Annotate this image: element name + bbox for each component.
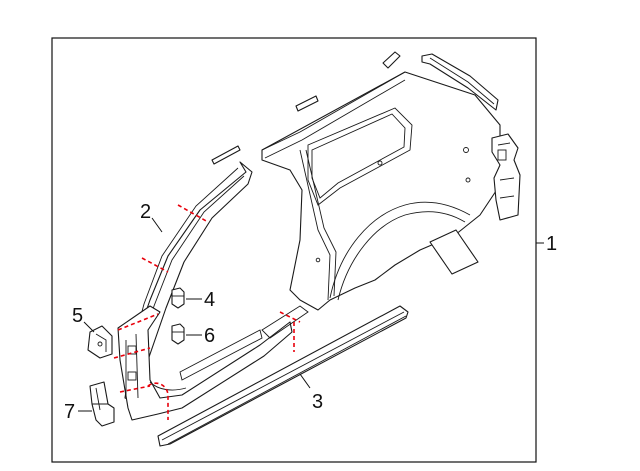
hinge-bracket-part <box>87 325 113 359</box>
callout-5: 5 <box>72 305 83 327</box>
roof-trim-strips <box>211 51 499 165</box>
quarter-panel-part <box>261 71 501 311</box>
callout-2: 2 <box>140 201 151 223</box>
diagram-frame <box>51 37 537 463</box>
leader-lines <box>78 217 544 412</box>
rear-bracket-part <box>491 133 521 221</box>
door-frame-inner-part <box>117 305 309 421</box>
callout-3: 3 <box>312 391 323 413</box>
rocker-panel-part <box>157 305 409 447</box>
bracket-part-4 <box>171 287 185 309</box>
bracket-part-6 <box>171 323 185 345</box>
callout-4: 4 <box>204 289 215 311</box>
cut-lines <box>113 204 301 420</box>
reinforcement-post-part <box>89 381 115 427</box>
callout-1: 1 <box>546 233 557 255</box>
callout-7: 7 <box>64 401 75 423</box>
patch-plate-part <box>429 229 479 275</box>
callout-6: 6 <box>204 325 215 347</box>
